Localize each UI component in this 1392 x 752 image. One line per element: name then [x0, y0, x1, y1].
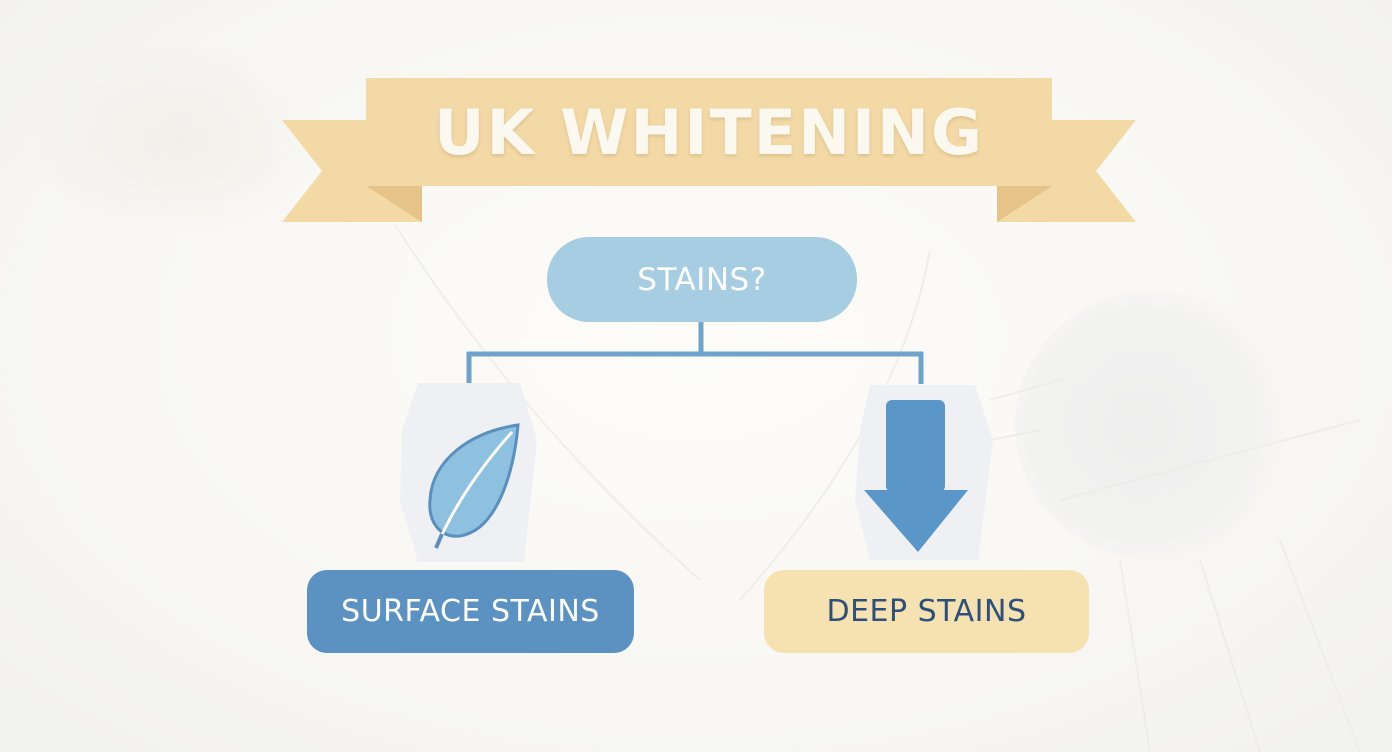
connector-lines	[466, 322, 924, 384]
surface-stains-node: SURFACE STAINS	[307, 570, 634, 653]
ribbon-right-fold	[997, 186, 1052, 222]
arrow-down-icon	[864, 400, 968, 552]
deep-stains-node: DEEP STAINS	[764, 570, 1089, 653]
page-title: UK WHITENING	[434, 95, 984, 169]
ribbon-left-fold	[366, 186, 422, 222]
decision-node: STAINS?	[547, 237, 857, 322]
ribbon-banner	[282, 78, 1136, 222]
background-smudge	[30, 40, 330, 240]
ribbon-body	[366, 78, 1052, 186]
background-blob	[1015, 290, 1295, 560]
background-lines	[394, 224, 1361, 752]
leaf-icon	[428, 423, 520, 549]
